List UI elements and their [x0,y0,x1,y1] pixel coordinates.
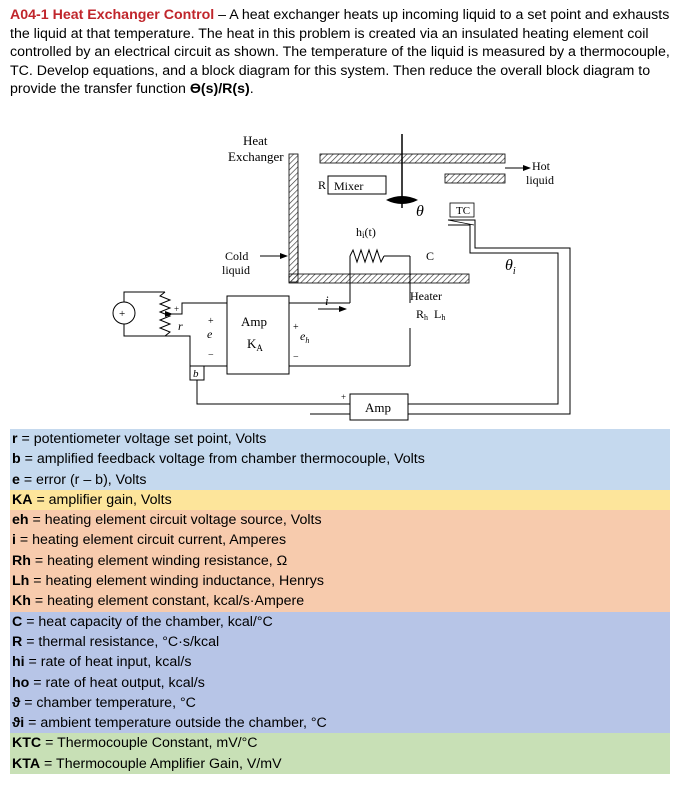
potentiometer [158,291,172,337]
def-thermal-r: R = thermal resistance, °C·s/kcal [10,631,670,653]
definitions-list: r = potentiometer voltage set point, Vol… [10,429,670,775]
problem-statement: A04-1 Heat Exchanger Control – A heat ex… [10,6,674,99]
def-ktc: KTC = Thermocouple Constant, mV/°C [10,733,670,754]
def-ka: KA = amplifier gain, Volts [10,489,670,511]
def-rh: Rh = heating element winding resistance,… [10,550,670,572]
b-label: b [193,368,199,380]
def-b: b = amplified feedback voltage from cham… [10,449,670,470]
e-label: e [207,327,213,341]
theta-i-label: θi [505,257,516,277]
chamber-walls [288,153,506,284]
e-minus: − [208,350,214,361]
cold-liquid-label: liquid [222,263,250,277]
hot-liquid-label: liquid [526,173,554,187]
hot-label: Hot [532,159,551,173]
thermocouple-wires [310,219,571,415]
heat-label: Heat [243,133,268,148]
def-lh: Lh = heating element winding inductance,… [10,571,670,592]
cold-label: Cold [225,249,248,263]
feedback-amp-label: Amp [365,400,391,415]
amp2-plus: + [341,392,346,402]
def-kta: KTA = Thermocouple Amplifier Gain, V/mV [10,753,670,775]
def-eh: eh = heating element circuit voltage sou… [10,510,670,531]
hi-label: hi(t) [356,225,376,240]
def-ho: ho = rate of heat output, kcal/s [10,672,670,693]
tc-label: TC [456,205,470,217]
c-label: C [426,249,434,263]
heat-exchanger-diagram: Heat Exchanger Hot liquid Cold liquid R … [112,133,571,421]
problem-end: . [249,81,254,98]
def-c: C = heat capacity of the chamber, kcal/°… [10,611,670,632]
def-kh: Kh = heating element constant, kcal/s·Am… [10,591,670,612]
e-plus: + [208,316,214,327]
ka-label: KA [247,336,263,353]
def-theta-i: ϑi = ambient temperature outside the cha… [10,713,670,734]
r-plus: + [174,304,179,314]
def-theta: ϑ = chamber temperature, °C [10,692,670,714]
amp-block [226,295,290,375]
problem-title: A04-1 Heat Exchanger Control [10,7,215,23]
theta-label: θ [416,203,424,220]
problem-dash: – [214,7,230,23]
def-r: r = potentiometer voltage set point, Vol… [10,429,670,450]
problem-text: A heat exchanger heats up incoming liqui… [10,7,670,98]
def-i: i = heating element circuit current, Amp… [10,530,670,551]
eh-plus: + [293,322,299,333]
heater-coil [349,248,385,264]
feedback-amp-block [349,393,409,421]
mixer-label: Mixer [334,179,363,193]
eh-label: eh [300,329,309,345]
amp-label: Amp [241,314,267,329]
r-label: R [318,178,326,192]
r-pot-label: r [178,319,183,333]
i-label: i [325,293,329,308]
transfer-function: ϴ(s)/R(s) [189,81,250,98]
svg-text:+: + [119,308,125,320]
def-hi: hi = rate of heat input, kcal/s [10,652,670,673]
eh-minus: − [293,352,299,363]
mixer-box [327,175,387,195]
heater-label: Heater [410,289,442,303]
def-e: e = error (r – b), Volts [10,469,670,490]
exchanger-label: Exchanger [228,149,284,164]
